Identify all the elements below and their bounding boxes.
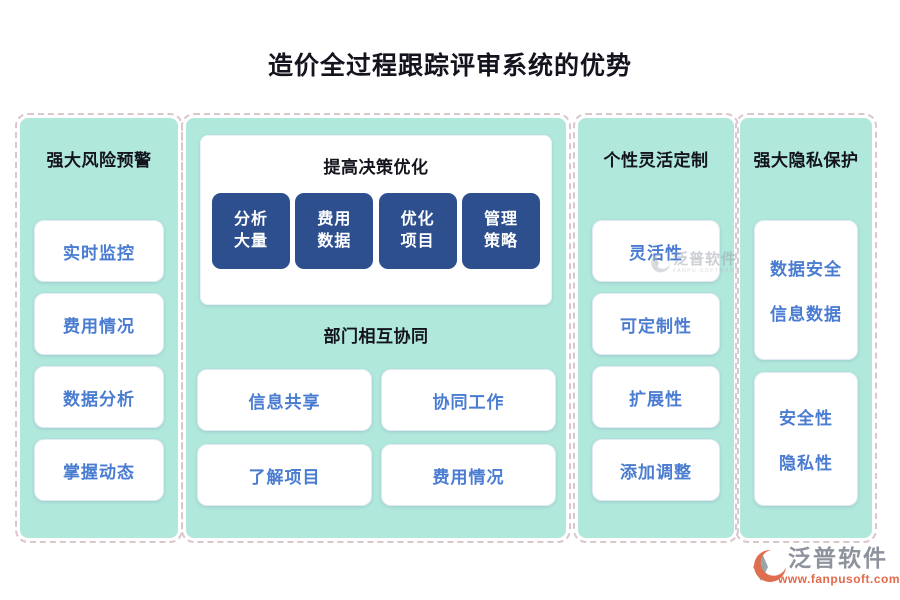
company-logo-icon bbox=[752, 547, 786, 585]
collaboration-section-title: 部门相互协同 bbox=[323, 327, 429, 346]
privacy-card-line: 安全性 bbox=[779, 409, 833, 428]
panel-custom-flexibility: 个性灵活定制 灵活性 可定制性 扩展性 添加调整 bbox=[573, 113, 739, 543]
company-url-text: www.fanpusoft.com bbox=[778, 572, 900, 587]
decision-block-line: 优化 bbox=[400, 210, 435, 228]
collaboration-item: 信息共享 bbox=[197, 369, 372, 431]
decision-block: 分析 大量 bbox=[212, 193, 290, 269]
panel-decision-collaboration: 提高决策优化 分析 大量 费用 数据 优化 项目 管理 策略 部门相互协同 信息… bbox=[181, 113, 571, 543]
panel-privacy-header: 强大隐私保护 bbox=[753, 151, 859, 170]
risk-item: 费用情况 bbox=[34, 293, 164, 355]
company-brand-text: 泛普软件 bbox=[788, 545, 888, 571]
risk-item: 实时监控 bbox=[34, 220, 164, 282]
decision-block-line: 费用 bbox=[317, 210, 352, 228]
panel-custom-header: 个性灵活定制 bbox=[603, 151, 709, 170]
decision-block-line: 策略 bbox=[483, 233, 518, 250]
decision-block: 费用 数据 bbox=[295, 193, 374, 269]
custom-item-list: 灵活性 可定制性 扩展性 添加调整 bbox=[592, 220, 720, 501]
panel-privacy-protection: 强大隐私保护 数据安全 信息数据 安全性 隐私性 bbox=[735, 113, 877, 543]
collaboration-item: 费用情况 bbox=[381, 444, 556, 506]
decision-card: 提高决策优化 分析 大量 费用 数据 优化 项目 管理 策略 bbox=[200, 135, 552, 305]
panel-risk-header: 强大风险预警 bbox=[46, 151, 152, 170]
custom-item: 添加调整 bbox=[592, 439, 720, 501]
collaboration-grid: 信息共享 协同工作 了解项目 费用情况 bbox=[197, 369, 556, 506]
panel-risk-warning: 强大风险预警 实时监控 费用情况 数据分析 掌握动态 bbox=[15, 113, 183, 543]
decision-block-line: 数据 bbox=[317, 233, 352, 250]
privacy-card-line: 信息数据 bbox=[770, 305, 842, 324]
custom-item: 扩展性 bbox=[592, 366, 720, 428]
custom-item: 灵活性 bbox=[592, 220, 720, 282]
decision-block: 管理 策略 bbox=[461, 193, 540, 269]
privacy-card-line: 数据安全 bbox=[770, 260, 842, 279]
privacy-card: 数据安全 信息数据 bbox=[754, 220, 858, 360]
decision-block-line: 项目 bbox=[400, 233, 435, 250]
collaboration-item: 了解项目 bbox=[197, 444, 372, 506]
collaboration-item: 协同工作 bbox=[381, 369, 556, 431]
decision-block-line: 分析 bbox=[233, 210, 268, 228]
risk-item: 数据分析 bbox=[34, 366, 164, 428]
privacy-card: 安全性 隐私性 bbox=[754, 372, 858, 506]
page-title: 造价全过程跟踪评审系统的优势 bbox=[267, 52, 632, 80]
decision-card-title: 提高决策优化 bbox=[323, 158, 429, 177]
decision-block-line: 管理 bbox=[483, 210, 518, 228]
company-logo: 泛普软件 www.fanpusoft.com bbox=[752, 546, 900, 586]
risk-item: 掌握动态 bbox=[34, 439, 164, 501]
privacy-item-list: 数据安全 信息数据 安全性 隐私性 bbox=[754, 220, 858, 506]
privacy-card-line: 隐私性 bbox=[779, 454, 833, 473]
decision-block-line: 大量 bbox=[233, 233, 268, 250]
decision-block-row: 分析 大量 费用 数据 优化 项目 管理 策略 bbox=[201, 193, 551, 269]
decision-block: 优化 项目 bbox=[378, 193, 457, 269]
risk-item-list: 实时监控 费用情况 数据分析 掌握动态 bbox=[34, 220, 164, 501]
custom-item: 可定制性 bbox=[592, 293, 720, 355]
